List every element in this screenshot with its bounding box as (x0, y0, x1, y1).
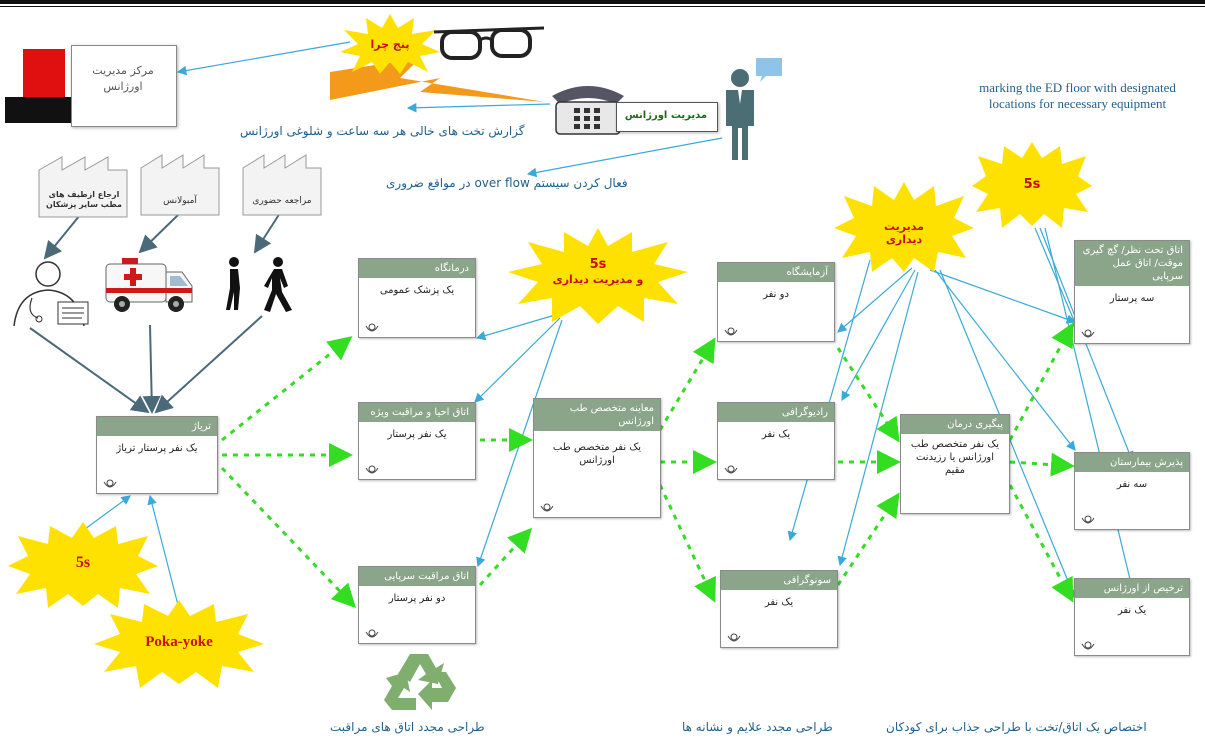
operator-icon (103, 479, 117, 488)
fives-visual-label-1: 5s (589, 257, 607, 272)
discharge-body: یک نفر (1117, 605, 1147, 616)
walkin-factory-icon (242, 154, 322, 216)
doctor-icon (13, 261, 89, 327)
ambulance-icon (105, 258, 193, 312)
fives-left-burst (8, 522, 158, 608)
telephone-icon (552, 86, 624, 135)
referral-factory-icon (38, 156, 128, 218)
operator-icon (727, 633, 741, 642)
lab-body: دو نفر (763, 289, 789, 300)
clinic-body: یک پزشک عمومی (379, 285, 455, 296)
control-center: مرکز مدیریت اورژانس (5, 45, 177, 127)
sono-box: سونوگرافی یک نفر (720, 570, 838, 648)
lab-box: آزمایشگاه دو نفر (717, 262, 835, 342)
bottom-note-right: اختصاص یک اتاق/تخت با طراحی جذاب برای کو… (886, 720, 1147, 734)
specialist-title: معاینه متخصص طب اورژانس (534, 399, 660, 431)
referral-label: ارجاع ازطیف های مطب سایر پزشکان (46, 190, 122, 209)
radiology-box: رادیوگرافی یک نفر (717, 402, 835, 480)
glasses-icon (433, 26, 545, 60)
manager-card (616, 102, 718, 132)
walking-people-icon (226, 257, 292, 312)
walkin-label: مراجعه حضوری (252, 196, 312, 206)
visual-mgmt-label: مدیریت دیداری (884, 220, 924, 246)
bottom-note-left: طراحی مجدد اتاق های مراقبت (330, 720, 485, 734)
operator-icon (1081, 329, 1095, 338)
poka-yoke-burst (94, 600, 264, 688)
observation-body: سه پرستار (1109, 293, 1155, 304)
bed-report-note: گزارش تخت های خالی هر سه ساعت و شلوغی او… (240, 124, 525, 138)
followup-body: یک نفر متخصص طب اورژانس یا رزیدنت مقیم (910, 439, 1000, 476)
followup-box: پیگیری درمان یک نفر متخصص طب اورژانس یا … (900, 414, 1010, 514)
overflow-note: فعال کردن سیستم over flow در مواقع ضروری (386, 176, 628, 190)
admission-title: پذیرش بیمارستان (1075, 453, 1189, 472)
discharge-title: ترخیص از اورژانس (1075, 579, 1189, 598)
operator-icon (1081, 515, 1095, 524)
ambulance-label: آمبولانس (163, 196, 197, 206)
push-arrows (29, 212, 281, 414)
resus-box: اتاق احیا و مراقبت ویژه یک نفر پرستار (358, 402, 476, 480)
outpatient-title: اتاق مراقبت سرپایی (359, 567, 475, 586)
manager-person-icon (726, 58, 782, 160)
triage-body: یک نفر پرستار تریاژ (116, 443, 198, 454)
observation-box: اتاق تحت نظر/ گچ گیری موقت/ اتاق عمل سرپ… (1074, 240, 1190, 344)
five-whys-burst (340, 14, 440, 74)
top-border-line (0, 6, 1205, 7)
clinic-title: درمانگاه (359, 259, 475, 278)
resus-body: یک نفر پرستار (387, 429, 447, 440)
triage-box: تریاژ یک نفر پرستار تریاژ (96, 416, 218, 494)
center-label: مرکز مدیریت اورژانس (92, 64, 154, 93)
recycle-icon (384, 654, 456, 710)
operator-icon (1081, 641, 1095, 650)
black-base (5, 97, 79, 123)
admission-box: پذیرش بیمارستان سه نفر (1074, 452, 1190, 530)
ambulance-factory-icon (140, 154, 220, 216)
lab-title: آزمایشگاه (718, 263, 834, 282)
visual-mgmt-burst (834, 182, 974, 272)
manager-label: مدیریت اورژانس (624, 110, 708, 121)
operator-icon (724, 465, 738, 474)
operator-icon (365, 629, 379, 638)
center-card (71, 45, 177, 127)
triage-title: تریاژ (97, 417, 217, 436)
operator-icon (724, 327, 738, 336)
ed-floor-note: marking the ED floor with designated loc… (979, 80, 1176, 111)
observation-title: اتاق تحت نظر/ گچ گیری موقت/ اتاق عمل سرپ… (1075, 241, 1189, 286)
followup-title: پیگیری درمان (901, 415, 1009, 434)
discharge-box: ترخیص از اورژانس یک نفر (1074, 578, 1190, 656)
resus-title: اتاق احیا و مراقبت ویژه (359, 403, 475, 422)
fives-visual-label-2: و مدیریت دیداری (552, 273, 644, 286)
poka-yoke-label: Poka-yoke (145, 634, 213, 650)
admission-body: سه نفر (1116, 479, 1148, 490)
flow-arrows (220, 322, 1075, 609)
radiology-body: یک نفر (761, 429, 791, 440)
fives-left-label: 5s (75, 554, 91, 571)
bottom-note-mid: طراحی مجدد علایم و نشانه ها (682, 720, 833, 734)
operator-icon (540, 503, 554, 512)
fives-visual-burst (508, 228, 688, 324)
fives-top-label: 5s (1023, 177, 1041, 192)
outpatient-body: دو نفر پرستار (388, 593, 446, 604)
sono-title: سونوگرافی (721, 571, 837, 590)
outpatient-box: اتاق مراقبت سرپایی دو نفر پرستار (358, 566, 476, 644)
operator-icon (365, 323, 379, 332)
specialist-box: معاینه متخصص طب اورژانس یک نفر متخصص طب … (533, 398, 661, 518)
radiology-title: رادیوگرافی (718, 403, 834, 422)
fives-top-burst (972, 142, 1092, 228)
five-whys-label: پنج چرا (370, 38, 410, 51)
clinic-box: درمانگاه یک پزشک عمومی (358, 258, 476, 338)
operator-icon (365, 465, 379, 474)
top-border (0, 0, 1205, 4)
specialist-body: یک نفر متخصص طب اورژانس (552, 442, 642, 466)
sono-body: یک نفر (764, 597, 794, 608)
